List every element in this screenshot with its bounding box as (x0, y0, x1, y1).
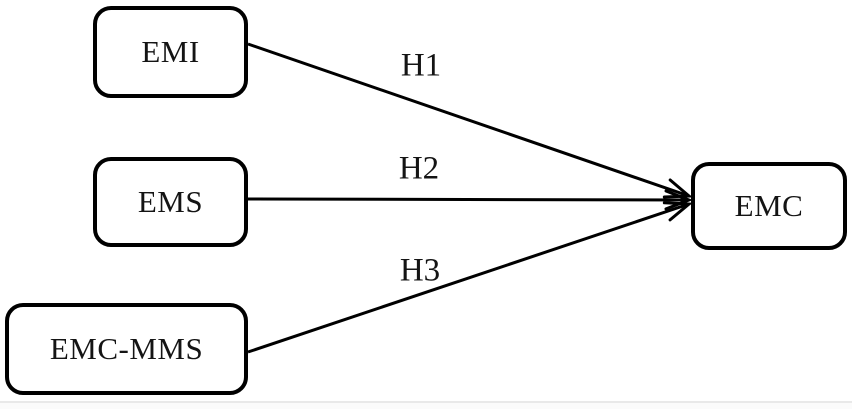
node-emc: EMC (691, 162, 847, 250)
edge-label-h3: H3 (399, 252, 441, 289)
arrow-h3-emcmms-to-emc (247, 204, 689, 354)
node-ems-label: EMS (137, 184, 204, 219)
edge-label-h2: H2 (398, 150, 440, 187)
arrow-h2-ems-to-emc (247, 199, 689, 200)
node-ems: EMS (93, 157, 248, 247)
node-emi-label: EMI (141, 34, 200, 69)
bottom-divider (0, 401, 852, 409)
node-emc-mms-label: EMC-MMS (49, 331, 204, 366)
node-emc-mms: EMC-MMS (5, 303, 248, 395)
node-emi: EMI (93, 6, 248, 98)
edge-label-h1: H1 (400, 47, 442, 84)
node-emc-label: EMC (734, 188, 804, 223)
arrow-h1-emi-to-emc (247, 42, 689, 196)
